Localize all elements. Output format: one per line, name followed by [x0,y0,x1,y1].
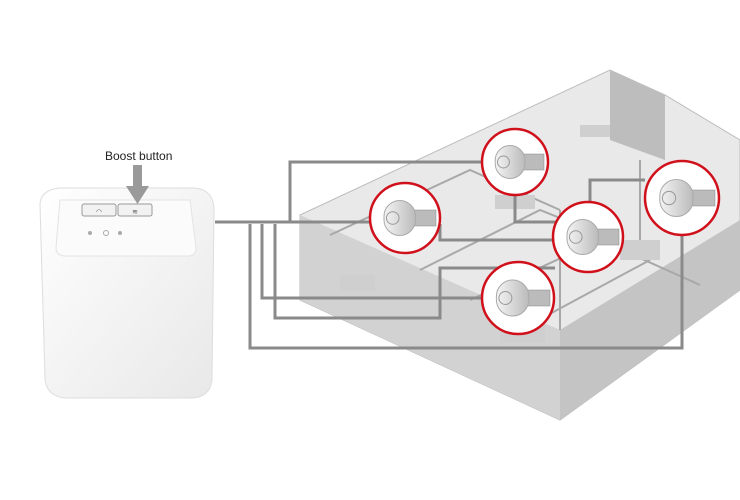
wifi-led-icon [88,231,92,235]
thermostat-callout [368,181,442,255]
boost-button[interactable]: ≋ [117,203,153,217]
gateway-device: ≋ ◠ [39,187,215,399]
thermostat-callout [551,200,625,274]
svg-text:≋: ≋ [132,209,138,216]
wifi-button[interactable] [81,203,117,217]
apartment-floorplan [299,69,740,421]
thermostat-callout [643,159,721,237]
thermostat-callout [480,127,550,197]
arrow-icon [126,165,149,204]
thermostat-callout [480,260,556,336]
flame-led-icon [118,231,122,235]
boost-button-label: Boost button [105,149,173,163]
wifi-icon: ◠ [96,209,102,216]
power-led-icon [103,230,109,236]
